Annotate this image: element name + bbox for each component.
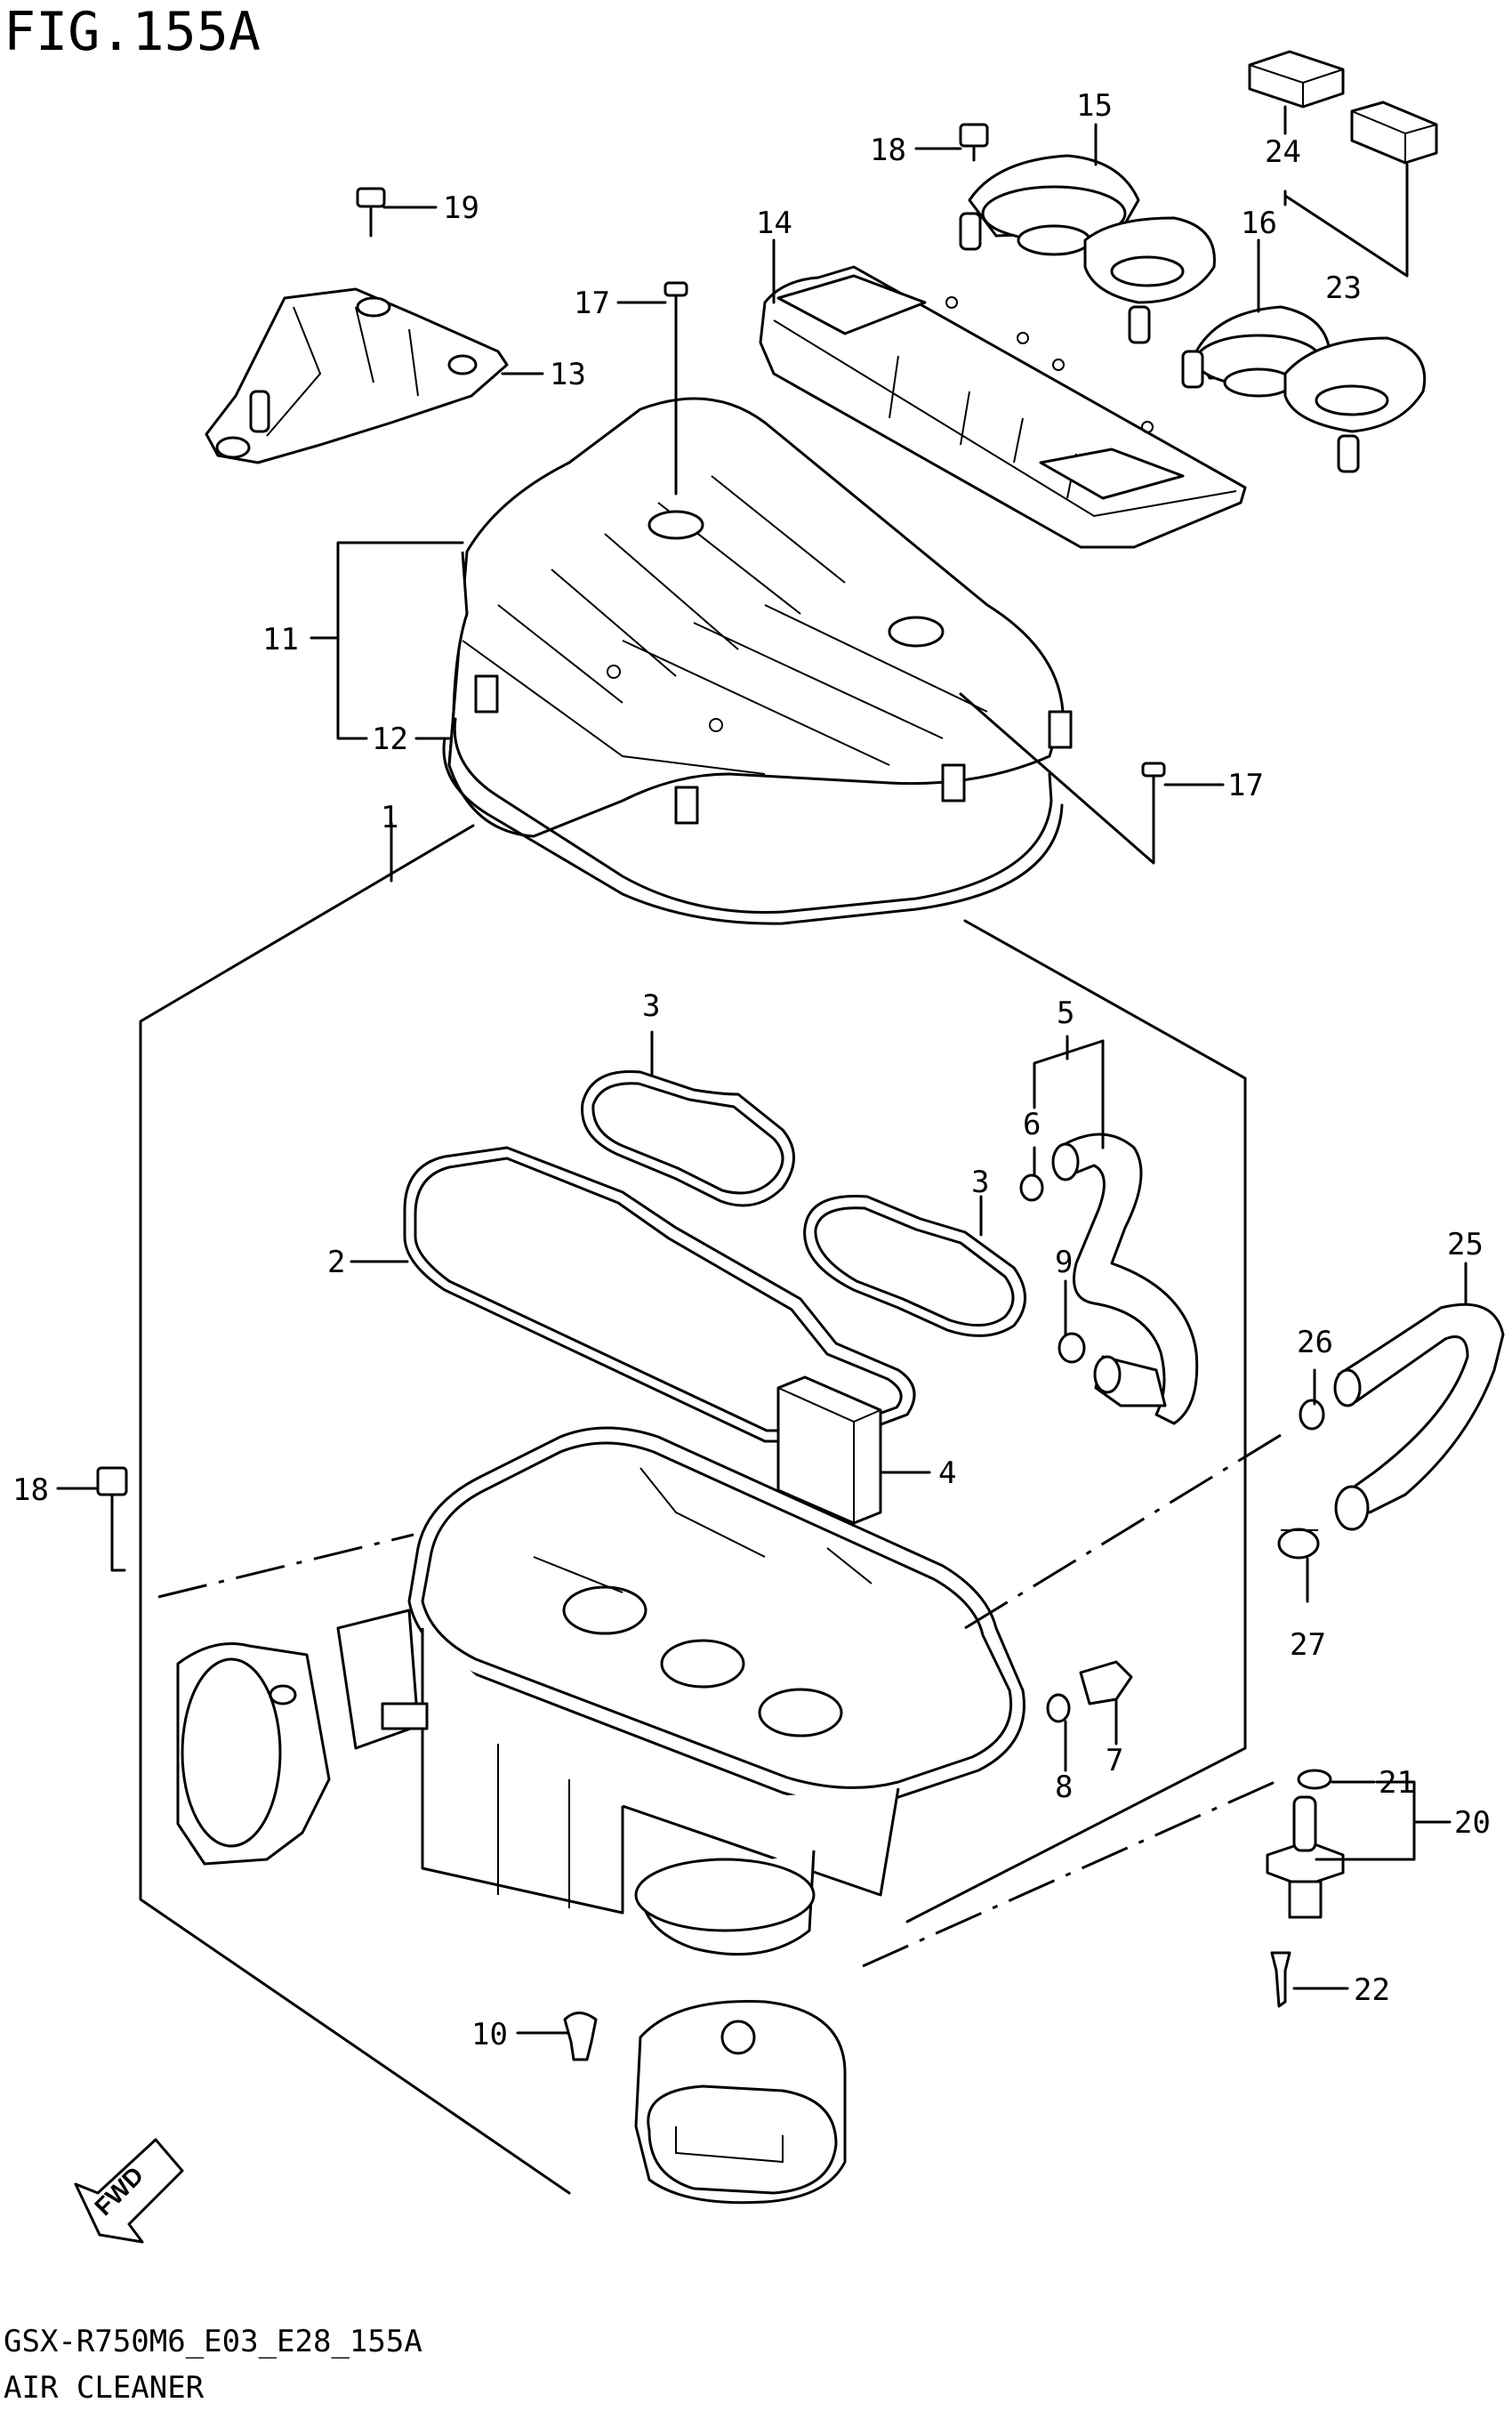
cover-13 [205,287,509,464]
gasket-3-right [803,1194,1026,1337]
callout-labels: 1 2 3 3 4 5 6 7 8 9 10 11 12 13 14 15 16… [12,88,1491,2052]
clip-10 [563,2012,598,2061]
callout-2: 2 [327,1245,345,1280]
drawing-name: AIR CLEANER [4,2370,205,2406]
callout-17a: 17 [574,286,610,321]
gasket-3-left [581,1069,795,1207]
clip-26 [1299,1399,1325,1431]
callout-leaders [56,105,1468,2035]
sensor-20 [1266,1795,1345,1919]
hose-25 [1333,1302,1505,1531]
case-gasket-2 [403,1146,916,1443]
callout-23: 23 [1325,270,1362,306]
callout-14: 14 [756,206,792,241]
sponge-4 [776,1375,882,1525]
intake-funnel-16 [1181,305,1427,473]
inlet-duct [634,2000,847,2205]
callout-26: 26 [1297,1325,1333,1360]
callout-5: 5 [1057,996,1074,1031]
callout-4: 4 [938,1455,956,1491]
callout-12: 12 [372,722,408,757]
callout-6: 6 [1023,1107,1041,1142]
air-filter-element-14 [759,265,1247,549]
assembly-guide-lines [157,1431,1286,1968]
callout-8: 8 [1055,1770,1073,1805]
screw-17-top [664,281,688,322]
bolt-18-left [96,1466,128,1514]
callout-25: 25 [1447,1227,1484,1262]
callout-13: 13 [550,357,586,392]
o-ring-21 [1297,1769,1332,1790]
callout-7: 7 [1106,1743,1123,1778]
screw-22 [1270,1951,1291,2008]
callout-20: 20 [1454,1805,1491,1841]
callout-16: 16 [1241,206,1277,241]
bolt-19 [356,187,386,238]
callout-21: 21 [1379,1765,1415,1801]
callout-15: 15 [1076,88,1113,124]
drawing-code: GSX-R750M6_E03_E28_155A [4,2324,422,2359]
callout-3a: 3 [642,988,660,1024]
callout-18b: 18 [12,1472,49,1508]
callout-27: 27 [1290,1627,1326,1663]
callout-1: 1 [381,800,398,835]
callout-19: 19 [443,190,479,226]
clip-6 [1019,1173,1044,1202]
clip-8 [1046,1693,1071,1723]
clamp-27 [1277,1528,1320,1560]
callout-11: 11 [262,622,299,657]
screw-17-right [1141,762,1166,807]
callout-17b: 17 [1227,768,1264,803]
callout-22: 22 [1354,1972,1390,2008]
hose-5 [1051,1133,1199,1425]
callout-10: 10 [471,2017,508,2052]
fwd-direction-badge: FWD [74,2138,184,2244]
plug-7 [1079,1660,1133,1705]
callout-9: 9 [1055,1245,1073,1280]
figure-title: FIG.155A [4,1,261,63]
clip-9 [1058,1332,1086,1364]
callout-3b: 3 [971,1165,989,1200]
bolt-18-top [959,123,989,162]
air-cleaner-case [176,1426,1025,1956]
connector-23 [1350,101,1438,165]
intake-funnel-15 [959,154,1216,344]
cap-gasket [442,717,1064,925]
callout-18a: 18 [870,133,906,168]
air-cleaner-cap [447,397,1073,838]
connector-24 [1248,50,1345,109]
callout-24: 24 [1265,134,1301,170]
